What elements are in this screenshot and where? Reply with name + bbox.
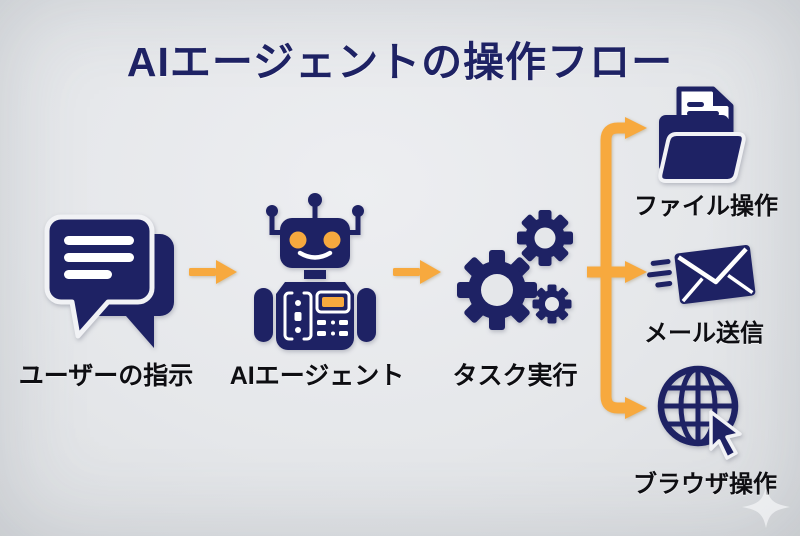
robot-icon	[254, 193, 376, 350]
gear-small	[532, 284, 572, 324]
gear-medium	[517, 210, 573, 266]
step-label-ai-agent: AIエージェント	[229, 362, 405, 390]
page-title: AIエージェントの操作フロー	[126, 39, 674, 85]
output-label-browser-operation: ブラウザ操作	[633, 471, 777, 498]
cursor-arrow	[709, 410, 742, 460]
globe-cursor-icon	[657, 365, 742, 460]
chat-bubbles-icon	[44, 214, 174, 348]
sparkle-icon	[742, 486, 790, 528]
output-label-file-operation: ファイル操作	[634, 193, 778, 220]
gears-icon	[457, 210, 573, 330]
flow-arrow-icon	[393, 260, 441, 284]
branch-connector	[587, 117, 647, 419]
mail-send-icon	[647, 245, 756, 304]
step-label-task-execution: タスク実行	[452, 362, 578, 390]
folder-document-icon	[658, 86, 746, 183]
gear-large	[457, 250, 537, 330]
flow-arrow-icon	[189, 260, 237, 284]
output-label-mail-sending: メール送信	[644, 320, 764, 347]
speed-lines	[647, 259, 673, 288]
step-label-user-instruction: ユーザーの指示	[18, 362, 194, 390]
